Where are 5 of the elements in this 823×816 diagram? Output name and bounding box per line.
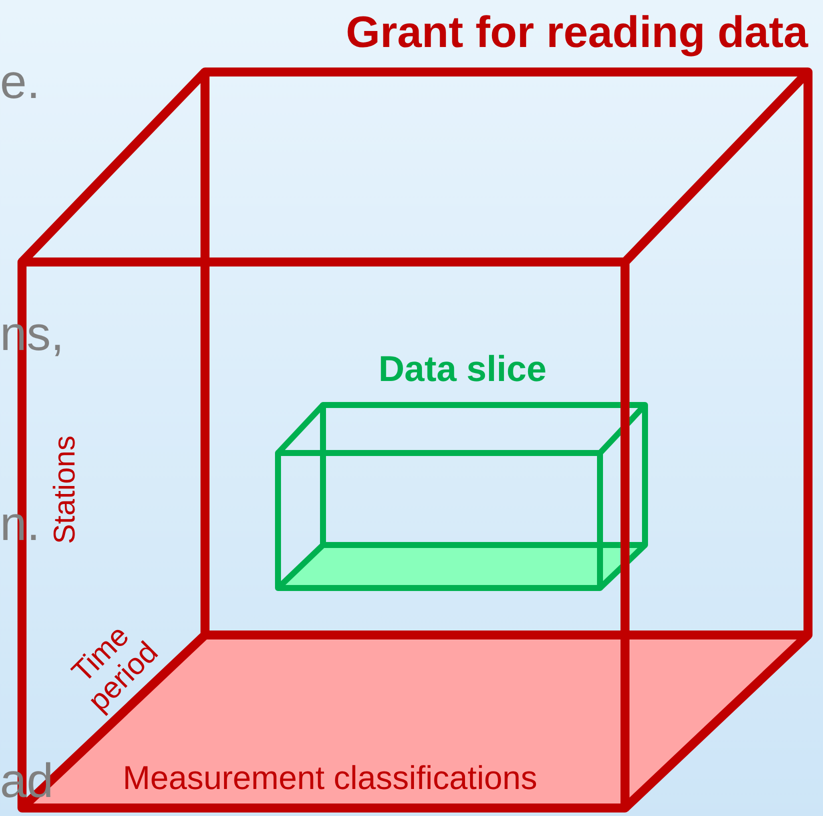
text-fragment: e. [0, 58, 40, 108]
slice-label: Data slice [377, 348, 548, 390]
axis-label: Stations [49, 436, 81, 544]
axis-label: Measurement classifications [122, 760, 538, 796]
title: Grant for reading data [346, 8, 808, 58]
